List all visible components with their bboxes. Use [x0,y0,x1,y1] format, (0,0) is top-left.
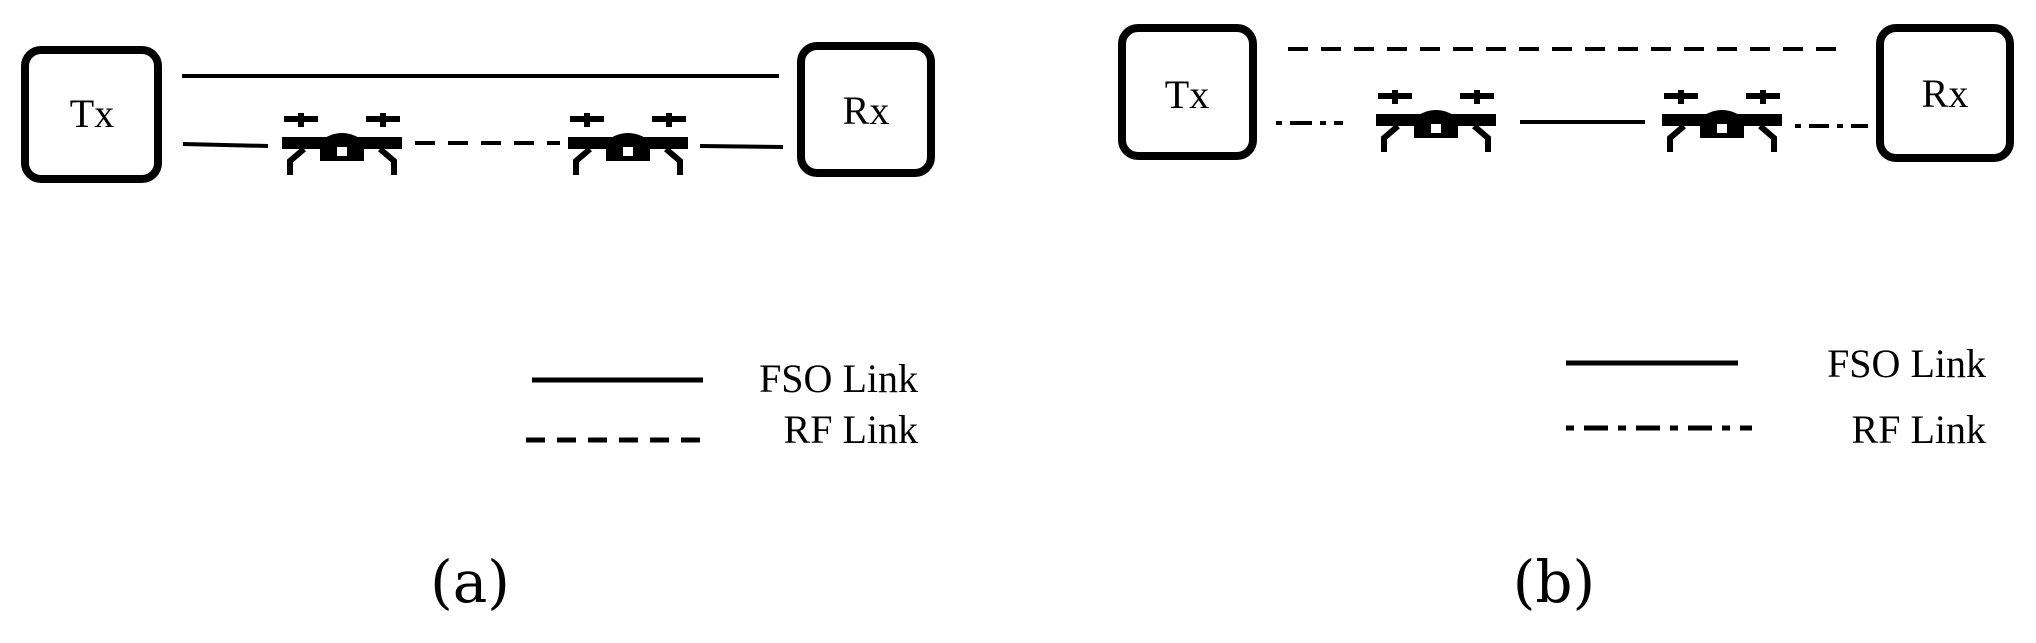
legend-rf-label-b: RF Link [1852,407,1986,452]
drone-icon [282,113,402,175]
legend-rf-label-a: RF Link [784,407,918,452]
rx-node-b [1876,24,2014,162]
fso-link-drone2-rx-a [699,144,784,149]
tx-label-a: Tx [70,91,114,136]
panel-b: Tx Rx FSO Link RF Link (b) [1118,24,2014,616]
drone-icon [1662,90,1782,152]
fso-link-tx-drone1-a [182,142,269,148]
tx-label-b: Tx [1165,72,1209,117]
drone-icon [568,113,688,175]
legend-fso-label-a: FSO Link [759,356,918,401]
rx-node-a [797,42,935,177]
rx-label-a: Rx [843,88,890,133]
drone-icon [1376,90,1496,152]
tx-node-a [21,46,162,183]
rx-label-b: Rx [1922,71,1969,116]
tx-node-b [1118,24,1257,160]
panel-a: Tx Rx FSO Link RF Link (a) [21,42,935,616]
caption-a: (a) [430,548,510,616]
legend-fso-label-b: FSO Link [1827,341,1986,386]
caption-b: (b) [1513,548,1595,616]
